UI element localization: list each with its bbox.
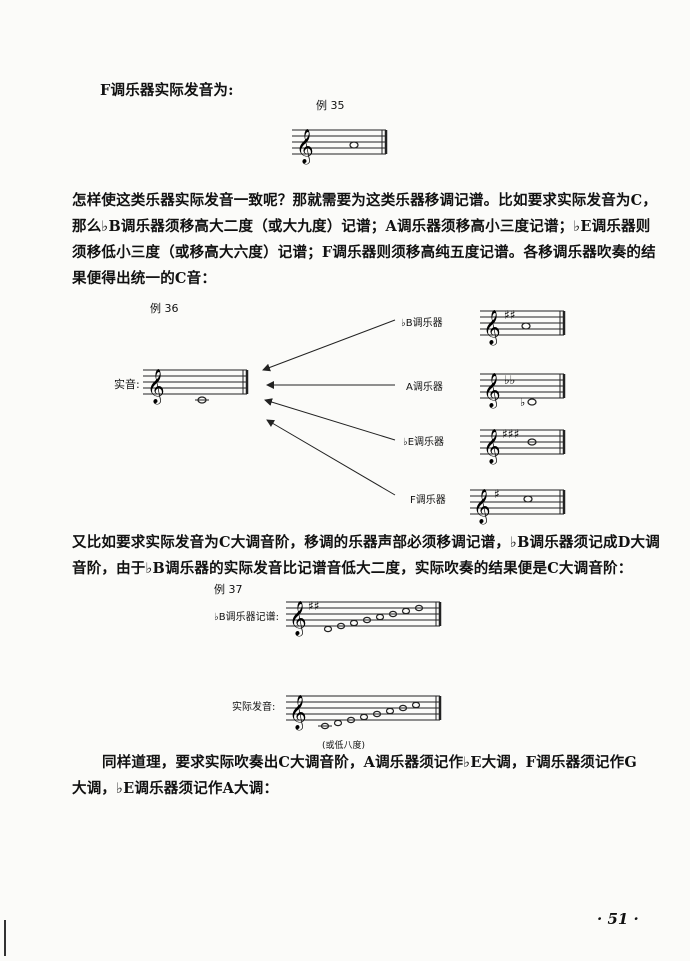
octave-note: (或低八度) [322,741,366,751]
treble-clef-icon: 𝄞 [483,310,501,346]
eb-staff: 𝄞 ♯♯♯ [480,427,566,465]
paragraph-same-principle: 同样道理，要求实际吹奏出C大调音阶，A调乐器须记作♭E大调，F调乐器须记作G 大… [72,754,637,797]
arrow-eb [264,398,396,441]
treble-clef-icon: 𝄞 [473,489,491,525]
instrument-a-label: A调乐器 [406,382,443,393]
f-staff: 𝄞 ♯ [470,487,566,525]
actual-sound-label: 实音: [114,378,140,391]
a-staff: 𝄞 ♭♭ ♭ [480,373,566,409]
example-37-label: 例 37 [214,583,243,596]
treble-clef-icon: 𝄞 [483,429,501,465]
example-36-label: 例 36 [150,302,179,315]
note-middle-c [197,396,207,404]
instrument-eb-label: ♭E调乐器 [403,437,445,448]
arrow-bb [262,319,396,372]
bb-written-label: ♭B调乐器记谱: [214,612,279,623]
instrument-f-label: F调乐器 [410,495,446,506]
paragraph-transposition: 怎样使这类乐器实际发音一致呢？那就需要为这类乐器移调记谱。比如要求实际发音为C，… [72,192,658,287]
bb-staff: 𝄞 ♯♯ [480,308,566,346]
instrument-bb-label: ♭B调乐器 [401,318,443,329]
sounding-label: 实际发音: [232,702,276,713]
ex37-written-staff: 𝄞 ♯♯ [286,599,442,637]
scan-edge-mark [4,920,6,956]
key-signature-sharps: ♯♯♯ [502,427,519,441]
key-signature-sharp: ♯ [494,487,500,501]
key-signature-flats: ♭♭ [504,373,515,387]
key-signature-sharps: ♯♯ [504,308,516,322]
treble-clef-icon: 𝄞 [147,369,165,405]
note-whole [349,141,359,149]
treble-clef-icon: 𝄞 [289,695,307,731]
example-35-label: 例 35 [316,99,345,112]
treble-clef-icon: 𝄞 [483,373,501,409]
example-36-actual-staff: 𝄞 [143,369,249,405]
heading-f-instrument: F调乐器实际发音为: [100,82,234,99]
svg-text:♭: ♭ [520,396,525,409]
treble-clef-icon: 𝄞 [289,601,307,637]
key-signature-sharps: ♯♯ [308,599,320,613]
transposition-arrows [262,319,396,496]
paragraph-c-major-scale: 又比如要求实际发音为C大调音阶，移调的乐器声部必须移调记谱，♭B调乐器须记成D大… [72,534,660,577]
example-35-staff: 𝄞 [292,129,388,165]
treble-clef-icon: 𝄞 [296,129,314,165]
ex37-sounding-staff: 𝄞 [286,695,442,731]
arrow-f [266,419,396,496]
page-number: · 51 · [597,910,639,928]
